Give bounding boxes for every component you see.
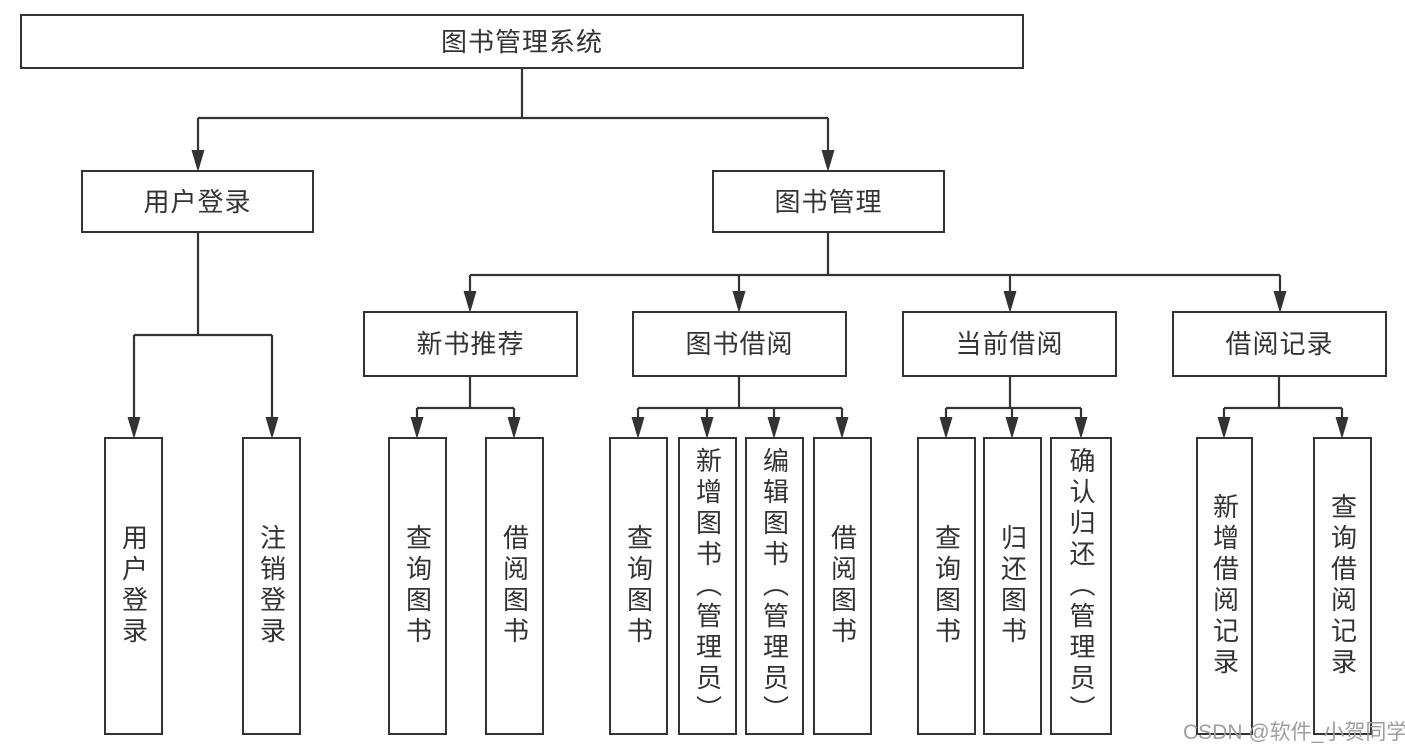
- leaf-confirm-return-admin-label: 确认归还（管理员）: [1066, 446, 1096, 726]
- leaf-add-borrow-record-label: 新增借阅记录: [1209, 493, 1240, 679]
- node-borrowing-records-label: 借阅记录: [1225, 329, 1334, 359]
- leaf-add-books-admin: 新增图书（管理员）: [678, 437, 737, 735]
- leaf-user-login-label: 用户登录: [118, 524, 149, 648]
- node-root-label: 图书管理系统: [440, 26, 603, 57]
- node-user-login-label: 用户登录: [143, 186, 252, 217]
- leaf-current-query-books: 查询图书: [917, 437, 976, 735]
- node-new-book-recommendation: 新书推荐: [363, 311, 578, 377]
- csdn-watermark: CSDN @软件_小贺同学: [1183, 721, 1405, 744]
- node-borrowing-records: 借阅记录: [1172, 311, 1387, 377]
- node-current-borrowing-label: 当前借阅: [955, 329, 1064, 359]
- leaf-recommend-query-books: 查询图书: [388, 437, 447, 735]
- leaf-borrowing-query-books-label: 查询图书: [623, 524, 654, 648]
- leaf-edit-books-admin-label: 编辑图书（管理员）: [759, 446, 790, 726]
- leaf-recommend-borrow-books: 借阅图书: [485, 437, 544, 735]
- leaf-recommend-borrow-books-label: 借阅图书: [499, 524, 530, 648]
- node-current-borrowing: 当前借阅: [902, 311, 1117, 377]
- node-user-login: 用户登录: [81, 170, 314, 233]
- leaf-user-login: 用户登录: [104, 437, 163, 735]
- node-book-borrowing: 图书借阅: [632, 311, 847, 377]
- leaf-current-query-books-label: 查询图书: [931, 524, 962, 648]
- leaf-recommend-query-books-label: 查询图书: [402, 524, 433, 648]
- node-new-book-recommendation-label: 新书推荐: [416, 329, 525, 359]
- node-book-management: 图书管理: [712, 170, 945, 233]
- tree-edges: [132, 69, 1344, 425]
- node-book-borrowing-label: 图书借阅: [685, 329, 794, 359]
- leaf-borrowing-query-books: 查询图书: [609, 437, 668, 735]
- leaf-return-books: 归还图书: [983, 437, 1042, 735]
- leaf-query-borrow-record-label: 查询借阅记录: [1327, 493, 1358, 679]
- leaf-return-books-label: 归还图书: [997, 524, 1028, 648]
- leaf-borrow-books: 借阅图书: [813, 437, 872, 735]
- node-root: 图书管理系统: [20, 14, 1024, 69]
- arrowhead-icons: [127, 150, 1349, 439]
- leaf-edit-books-admin: 编辑图书（管理员）: [745, 437, 804, 735]
- leaf-query-borrow-record: 查询借阅记录: [1313, 437, 1372, 735]
- leaf-logout-label: 注销登录: [256, 524, 287, 648]
- leaf-add-books-admin-label: 新增图书（管理员）: [692, 446, 723, 726]
- leaf-borrow-books-label: 借阅图书: [827, 524, 858, 648]
- leaf-logout: 注销登录: [242, 437, 301, 735]
- leaf-add-borrow-record: 新增借阅记录: [1196, 437, 1253, 735]
- leaf-confirm-return-admin: 确认归还（管理员）: [1050, 437, 1112, 735]
- node-book-management-label: 图书管理: [774, 186, 883, 217]
